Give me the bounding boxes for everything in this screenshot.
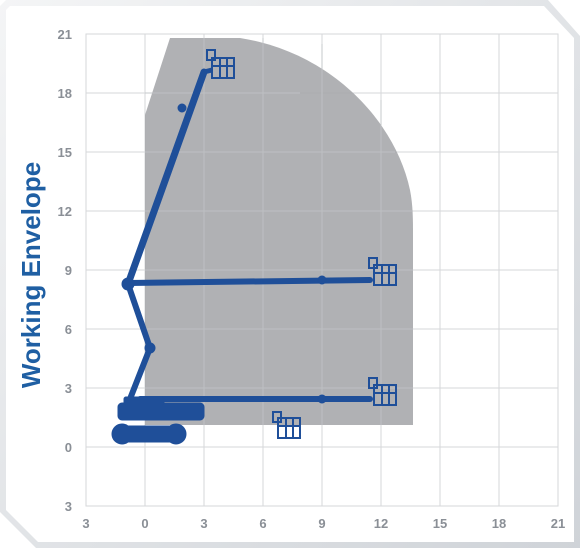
y-tick-label: 21 <box>58 27 72 42</box>
y-tick-label: 6 <box>65 322 72 337</box>
y-tick-label: 0 <box>65 440 72 455</box>
y-tick-label: 12 <box>58 204 72 219</box>
x-tick-label: 0 <box>141 516 148 531</box>
platform-basket-icon <box>206 49 397 439</box>
x-axis-ticks: 3 0 3 6 9 12 15 18 21 <box>82 516 565 531</box>
y-tick-label: 3 <box>65 499 72 514</box>
y-axis-ticks: 21 18 15 12 9 6 3 0 3 <box>58 27 72 514</box>
y-tick-label: 15 <box>58 145 72 160</box>
x-tick-label: 15 <box>433 516 447 531</box>
y-tick-label: 18 <box>58 86 72 101</box>
x-tick-label: 6 <box>259 516 266 531</box>
x-tick-label: 9 <box>318 516 325 531</box>
x-tick-label: 18 <box>492 516 506 531</box>
working-envelope-area <box>145 38 413 425</box>
diagram-title: Working Envelope <box>16 162 46 388</box>
x-tick-label: 3 <box>82 516 89 531</box>
x-tick-label: 12 <box>374 516 388 531</box>
y-tick-label: 9 <box>65 263 72 278</box>
boom-lift-machine-icon <box>111 67 373 445</box>
x-tick-label: 21 <box>551 516 565 531</box>
x-tick-label: 3 <box>200 516 207 531</box>
y-tick-label: 3 <box>65 381 72 396</box>
